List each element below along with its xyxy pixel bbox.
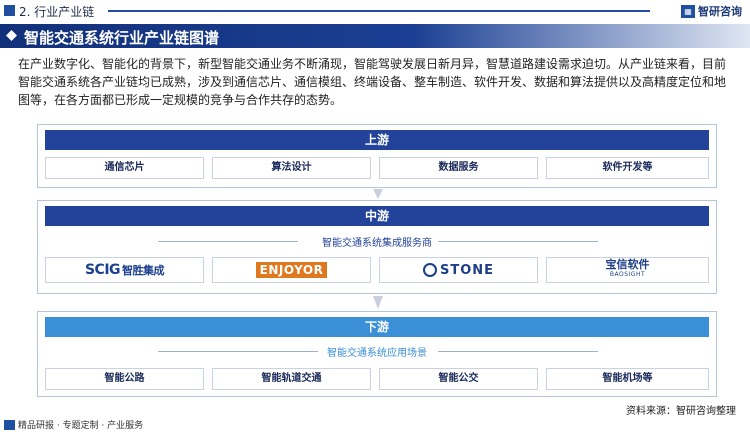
- section-title: 2. 行业产业链: [19, 5, 95, 19]
- downstream-band: 下游: [45, 317, 709, 337]
- logo-stone: STONE: [379, 257, 538, 283]
- scig-cn: 智胜集成: [122, 264, 165, 277]
- upstream-item: 软件开发等: [546, 157, 709, 179]
- midstream-subtitle-row: 智能交通系统集成服务商: [38, 234, 716, 249]
- downstream-item: 智能轨道交通: [212, 368, 371, 390]
- brand-logo-icon: ▦: [681, 4, 695, 18]
- brand-name: 智研咨询: [698, 5, 742, 18]
- upstream-item: 算法设计: [212, 157, 371, 179]
- downstream-item: 智能机场等: [546, 368, 709, 390]
- footer-text: 精品研报 · 专题定制 · 产业服务: [18, 421, 144, 431]
- down-arrow-icon: [373, 296, 383, 309]
- stone-mark-icon: [422, 263, 437, 277]
- scig-latin: SCIG: [84, 262, 121, 278]
- top-header: 2. 行业产业链 ▦ 智研咨询: [0, 0, 750, 22]
- source-note: 资料来源：智研咨询整理: [626, 406, 736, 417]
- upstream-section: 上游 通信芯片 算法设计 数据服务 软件开发等: [37, 124, 717, 188]
- title-banner: 智能交通系统行业产业链图谱: [0, 24, 750, 48]
- baosight-en: BAOSIGHT: [609, 271, 646, 278]
- divider: [438, 241, 598, 242]
- baosight-cn: 宝信软件: [605, 258, 650, 271]
- brand-logo: ▦ 智研咨询: [681, 3, 742, 19]
- downstream-item: 智能公交: [379, 368, 538, 390]
- downstream-subtitle-row: 智能交通系统应用场景: [38, 344, 716, 359]
- upstream-band: 上游: [45, 130, 709, 150]
- midstream-subtitle: 智能交通系统集成服务商: [322, 238, 432, 249]
- diamond-icon: [6, 30, 17, 41]
- divider: [438, 351, 598, 352]
- section-square-icon: [4, 5, 15, 16]
- divider: [158, 241, 298, 242]
- enjoyor-logo: ENJOYOR: [255, 262, 328, 278]
- downstream-subtitle: 智能交通系统应用场景: [327, 348, 427, 359]
- upstream-item: 数据服务: [379, 157, 538, 179]
- stone-logo: STONE: [422, 262, 495, 278]
- header-divider: [108, 10, 650, 12]
- downstream-item: 智能公路: [45, 368, 204, 390]
- logo-baosight: 宝信软件 BAOSIGHT: [546, 257, 709, 283]
- midstream-band: 中游: [45, 206, 709, 226]
- divider: [158, 351, 318, 352]
- page-title: 智能交通系统行业产业链图谱: [24, 29, 220, 47]
- upstream-item: 通信芯片: [45, 157, 204, 179]
- down-arrow-icon: [373, 189, 383, 199]
- intro-paragraph: 在产业数字化、智能化的背景下，新型智能交通业务不断涌现，智能驾驶发展日新月异，智…: [18, 57, 727, 107]
- downstream-section: 下游 智能交通系统应用场景 智能公路 智能轨道交通 智能公交 智能机场等: [37, 311, 717, 397]
- footer-logo-icon: [4, 419, 15, 430]
- footer-tagline: 精品研报 · 专题定制 · 产业服务: [4, 418, 143, 431]
- logo-enjoyor: ENJOYOR: [212, 257, 371, 283]
- stone-text: STONE: [439, 262, 495, 278]
- baosight-logo: 宝信软件 BAOSIGHT: [605, 258, 650, 280]
